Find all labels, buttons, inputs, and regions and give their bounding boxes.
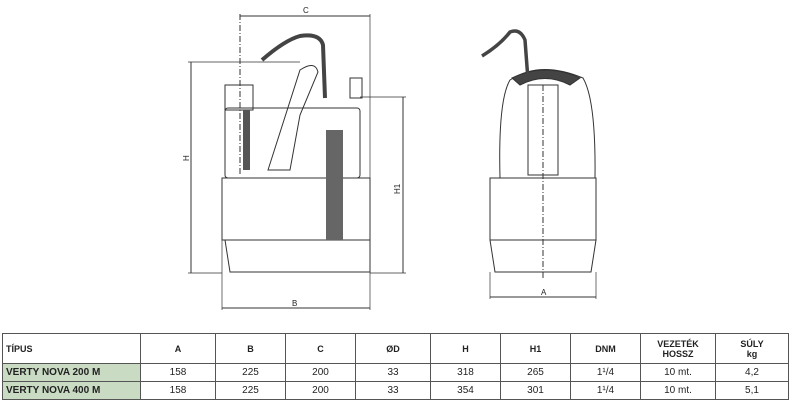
dimension-label-h: H <box>182 155 191 161</box>
cell-weight: 4,2 <box>715 363 789 382</box>
cell-a: 158 <box>140 381 216 400</box>
header-a: A <box>140 333 216 364</box>
pump-front-view <box>481 29 597 299</box>
dimension-label-a: A <box>541 288 547 297</box>
header-cable-length: VEZETÉK HOSSZ <box>640 333 716 364</box>
cell-dnm: 1¹/4 <box>570 381 641 400</box>
cell-h1: 301 <box>500 381 571 400</box>
model-name: VERTY NOVA 400 M <box>2 381 141 400</box>
cell-c: 200 <box>285 381 356 400</box>
header-c: C <box>285 333 356 364</box>
table-row: VERTY NOVA 200 M 158 225 200 33 318 265 … <box>2 363 789 382</box>
header-h: H <box>430 333 501 364</box>
pump-dimension-drawing: C H H1 B A <box>182 6 597 310</box>
cell-h: 354 <box>430 381 501 400</box>
table-header-row: TÍPUS A B C ØD H H1 DNM VEZETÉK HOSSZ SÚ… <box>2 333 789 364</box>
dimension-label-h1: H1 <box>393 183 402 194</box>
cell-d: 33 <box>355 363 431 382</box>
cell-c: 200 <box>285 363 356 382</box>
specification-table: TÍPUS A B C ØD H H1 DNM VEZETÉK HOSSZ SÚ… <box>2 333 789 400</box>
header-b: B <box>215 333 286 364</box>
cell-cable-length: 10 mt. <box>640 363 716 382</box>
header-dnm: DNM <box>570 333 641 364</box>
cell-cable-length: 10 mt. <box>640 381 716 400</box>
pump-side-view <box>188 14 406 310</box>
cell-d: 33 <box>355 381 431 400</box>
header-weight: SÚLY kg <box>715 333 789 364</box>
cell-dnm: 1¹/4 <box>570 363 641 382</box>
header-h1: H1 <box>500 333 571 364</box>
dimension-label-b: B <box>292 299 297 308</box>
cell-weight: 5,1 <box>715 381 789 400</box>
cell-h1: 265 <box>500 363 571 382</box>
cell-a: 158 <box>140 363 216 382</box>
cell-h: 318 <box>430 363 501 382</box>
header-tipus: TÍPUS <box>2 333 141 364</box>
dimension-label-c: C <box>303 6 309 15</box>
model-name: VERTY NOVA 200 M <box>2 363 141 382</box>
cell-b: 225 <box>215 363 286 382</box>
table-row: VERTY NOVA 400 M 158 225 200 33 354 301 … <box>2 381 789 400</box>
header-d: ØD <box>355 333 431 364</box>
cell-b: 225 <box>215 381 286 400</box>
